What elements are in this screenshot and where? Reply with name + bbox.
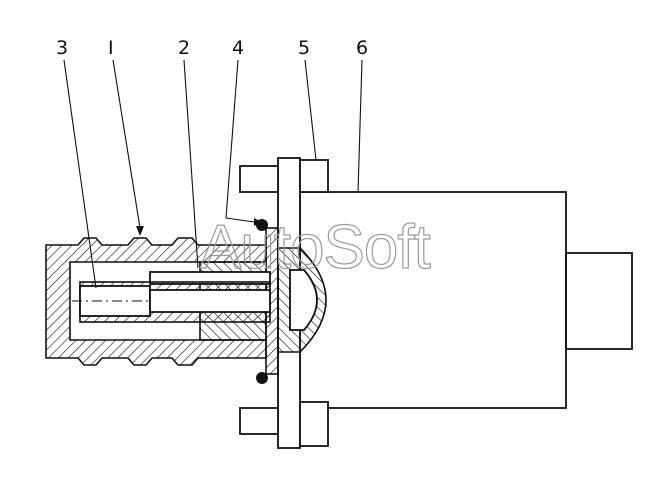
callout-6: 6 <box>356 37 368 59</box>
callouts: 3 I 2 4 5 6 <box>56 37 368 59</box>
leader-3 <box>63 59 97 289</box>
callout-3: 3 <box>56 37 68 59</box>
leader-4 <box>225 59 239 219</box>
leader-lines <box>63 59 363 289</box>
valve-spool <box>72 281 272 323</box>
leader-2 <box>183 59 199 269</box>
leader-1 <box>112 59 141 229</box>
valve-body <box>45 237 267 366</box>
callout-2: 2 <box>178 37 190 59</box>
leader-6 <box>357 59 363 193</box>
callout-5: 5 <box>298 37 310 59</box>
watermark: AutoSoft <box>200 213 431 282</box>
armature-dome <box>277 247 327 353</box>
callout-1: I <box>108 37 114 59</box>
mounting-flange <box>239 157 329 449</box>
callout-4: 4 <box>232 37 244 59</box>
leader-5 <box>304 59 317 161</box>
